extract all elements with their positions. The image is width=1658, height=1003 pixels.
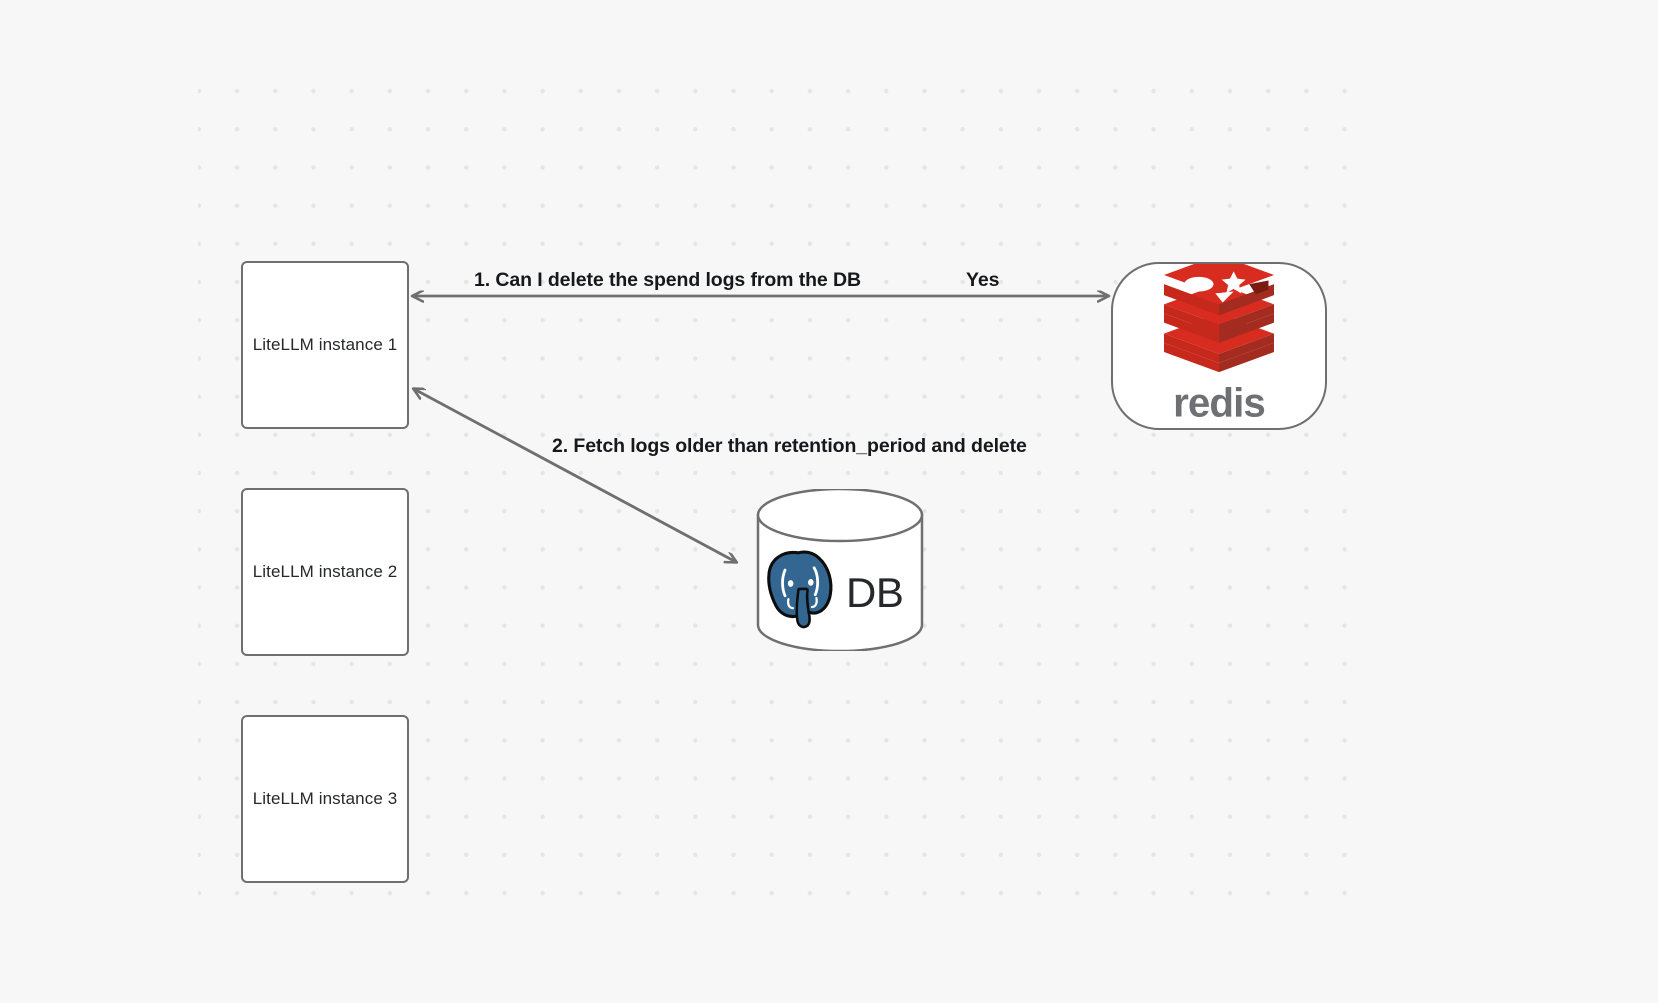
node-litellm-instance-2[interactable]: LiteLLM instance 2 xyxy=(241,488,409,656)
edge-label-step-1: 1. Can I delete the spend logs from the … xyxy=(474,269,861,291)
edge-label-step-2: 2. Fetch logs older than retention_perio… xyxy=(552,435,1027,457)
node-label: LiteLLM instance 3 xyxy=(252,789,398,808)
node-litellm-instance-3[interactable]: LiteLLM instance 3 xyxy=(241,715,409,883)
db-label-text: DB xyxy=(846,569,903,616)
node-litellm-instance-1[interactable]: LiteLLM instance 1 xyxy=(241,261,409,429)
node-label: LiteLLM instance 2 xyxy=(252,562,398,581)
redis-logo-icon xyxy=(1164,264,1274,373)
node-db-cylinder[interactable]: DB xyxy=(754,487,926,653)
redis-wordmark-text: redis xyxy=(1173,380,1265,426)
postgresql-elephant-icon: DB xyxy=(767,550,904,629)
edge-label-yes: Yes xyxy=(966,269,1000,291)
node-label: LiteLLM instance 1 xyxy=(252,335,398,354)
redis-wordmark: redis xyxy=(1173,380,1266,426)
node-redis[interactable]: redis xyxy=(1111,262,1327,430)
